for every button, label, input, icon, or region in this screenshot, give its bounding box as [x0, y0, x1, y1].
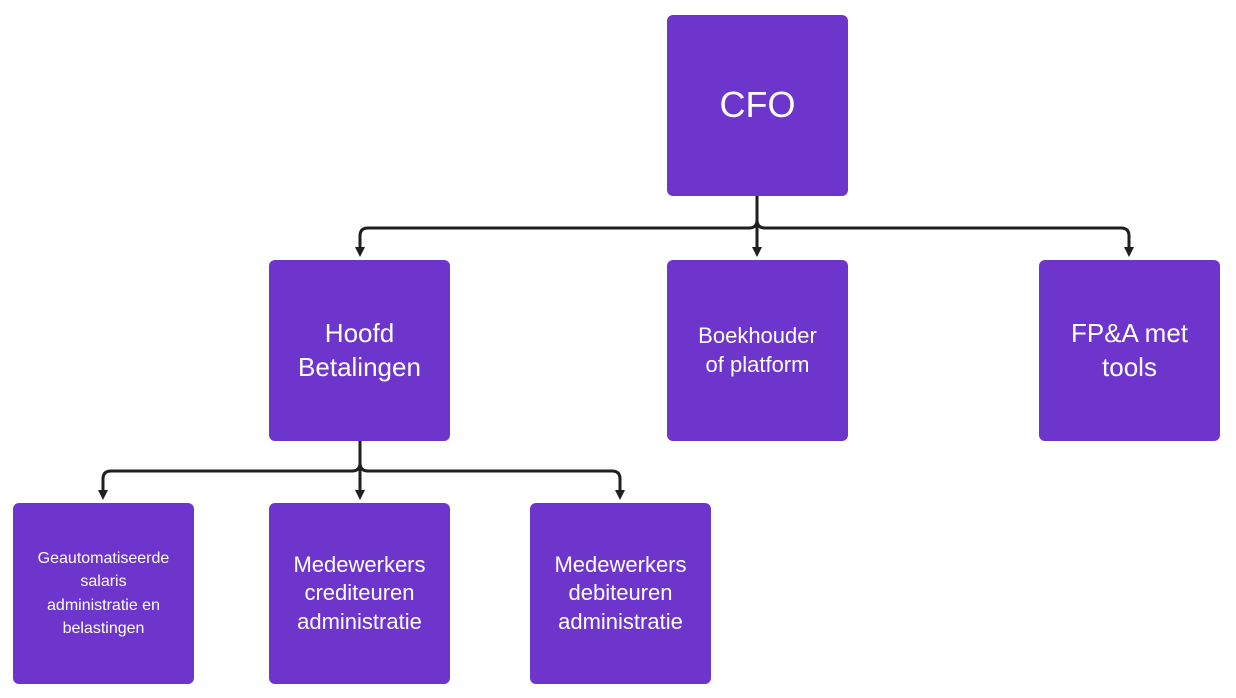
connector-cfo-to-hoofd-betalingen: [355, 194, 759, 257]
node-debiteuren-administratie-label: Medewerkers debiteuren administratie: [554, 551, 687, 634]
node-boekhouder: Boekhouder of platform: [667, 260, 848, 441]
node-salaris-administratie-label: Geautomatiseerde salaris administratie e…: [37, 550, 170, 637]
node-cfo-label: CFO: [719, 84, 796, 126]
node-debiteuren-administratie: Medewerkers debiteuren administratie: [530, 503, 711, 684]
node-salaris-administratie: Geautomatiseerde salaris administratie e…: [13, 503, 194, 684]
node-fpa-label: FP&A met tools: [1070, 317, 1189, 382]
connector-cfo-to-fpa: [755, 194, 1134, 257]
node-crediteuren-administratie: Medewerkers crediteuren administratie: [269, 503, 450, 684]
node-fpa: FP&A met tools: [1039, 260, 1220, 441]
node-hoofd-betalingen-label: Hoofd Betalingen: [298, 317, 421, 382]
node-boekhouder-label: Boekhouder of platform: [698, 322, 817, 377]
node-crediteuren-administratie-label: Medewerkers crediteuren administratie: [293, 551, 426, 634]
connector-hoofd-to-salaris: [98, 439, 362, 500]
connector-hoofd-to-debiteuren: [358, 439, 625, 500]
node-cfo: CFO: [667, 15, 848, 196]
node-hoofd-betalingen: Hoofd Betalingen: [269, 260, 450, 441]
